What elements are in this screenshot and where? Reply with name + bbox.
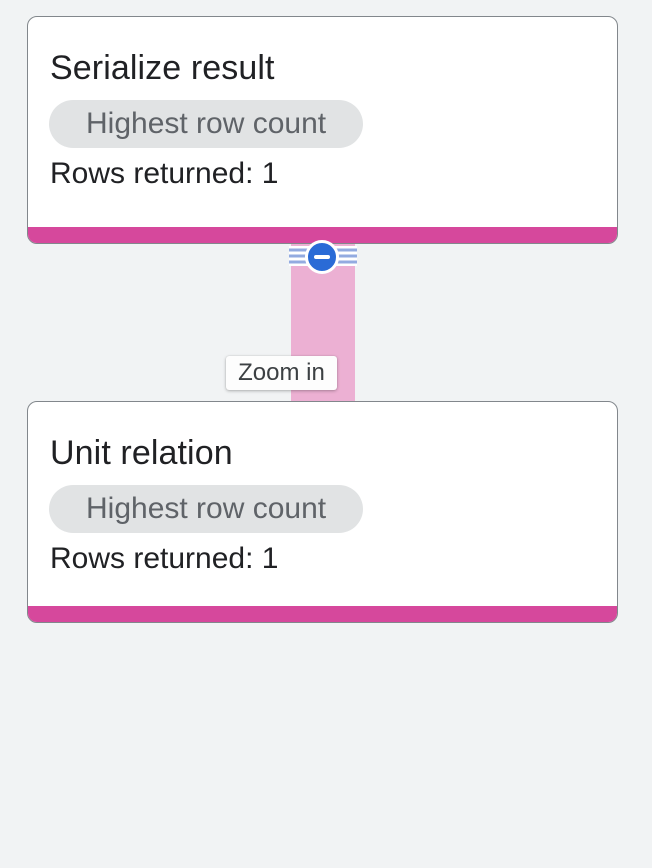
plan-node-unit-relation[interactable]: Unit relation Highest row count Rows ret… xyxy=(27,401,618,623)
collapse-node-button[interactable] xyxy=(305,240,339,274)
zoom-in-tooltip: Zoom in xyxy=(226,356,337,390)
node-title: Unit relation xyxy=(50,434,233,472)
plan-node-serialize-result[interactable]: Serialize result Highest row count Rows … xyxy=(27,16,618,244)
node-accent-bar xyxy=(28,227,617,243)
rows-returned-label: Rows returned: 1 xyxy=(50,542,279,575)
highest-row-count-badge: Highest row count xyxy=(49,485,364,533)
rows-returned-label: Rows returned: 1 xyxy=(50,157,279,190)
highest-row-count-badge: Highest row count xyxy=(49,100,364,148)
node-title: Serialize result xyxy=(50,49,275,87)
node-accent-bar xyxy=(28,606,617,622)
minus-icon xyxy=(314,254,330,260)
